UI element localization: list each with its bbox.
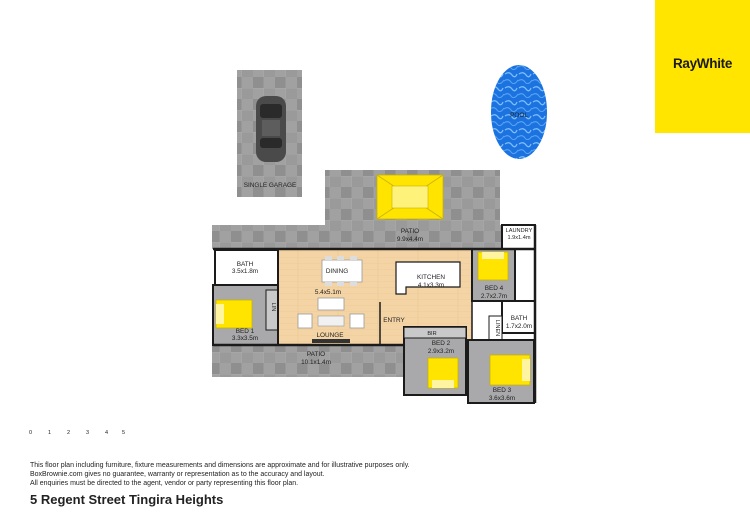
lounge-sofa-icon — [297, 297, 365, 329]
bed4-dims: 2.7x2.7m — [481, 293, 507, 300]
raywhite-logo-text: RayWhite — [672, 56, 733, 71]
bath2-dims: 1.7x2.0m — [506, 323, 532, 330]
garage-label: SINGLE GARAGE — [244, 182, 297, 189]
bed1-dims: 3.3x3.5m — [232, 335, 258, 342]
bath2-label: BATH — [511, 315, 528, 322]
living-dims: 5.4x5.1m — [315, 289, 341, 296]
entry-label: ENTRY — [383, 317, 405, 324]
scale-tick-label: 0 — [29, 430, 33, 436]
patio-bottom-label: PATIO — [307, 351, 325, 358]
bed2-dims: 2.9x3.2m — [428, 348, 454, 355]
patio-bottom-dims: 10.1x1.4m — [301, 359, 331, 366]
scale-tick-label: 5 — [122, 430, 126, 436]
property-address: 5 Regent Street Tingira Heights — [30, 492, 224, 507]
disclaimer-line: BoxBrownie.com gives no guarantee, warra… — [30, 471, 325, 478]
bed1-label: BED 1 — [236, 328, 255, 335]
outdoor-table-icon — [376, 174, 444, 220]
lin-label: LIN — [270, 303, 276, 312]
car-icon — [256, 96, 286, 162]
floor-plan: SINGLE GARAGE POOL PATIO 9.9x4.4m LAUNDR… — [212, 63, 549, 404]
kitchen-counter — [395, 261, 461, 295]
bath1-room — [214, 249, 279, 286]
patio-strip — [212, 225, 535, 249]
patio-top-label: PATIO — [401, 228, 419, 235]
bed4-bed-icon — [477, 251, 509, 281]
bed1-bed-icon — [215, 299, 253, 329]
scale-tick-label: 3 — [86, 430, 90, 436]
bed2-bed-icon — [427, 357, 459, 389]
disclaimer-line: All enquiries must be directed to the ag… — [30, 480, 299, 487]
disclaimer-line: This floor plan including furniture, fix… — [30, 462, 410, 469]
bir-label: BIR — [427, 331, 436, 337]
dining-table-icon — [321, 256, 363, 286]
pool-label: POOL — [510, 112, 528, 119]
bed3-dims: 3.6x3.6m — [489, 395, 515, 402]
patio-bottom-slab — [212, 342, 405, 377]
bed4-label: BED 4 — [485, 285, 504, 292]
scale-tick-label: 4 — [105, 430, 109, 436]
bed3-bed-icon — [489, 354, 531, 386]
patio-top-dims: 9.9x4.4m — [397, 236, 423, 243]
scale-tick-label: 2 — [67, 430, 71, 436]
kitchen-dims: 4.1x3.3m — [418, 282, 444, 289]
linen-label: LINEN — [494, 320, 500, 336]
scale-tick-label: 1 — [48, 430, 52, 436]
laundry-label: LAUNDRY — [506, 228, 533, 234]
dining-label: DINING — [326, 268, 348, 275]
bed2-label: BED 2 — [432, 340, 451, 347]
kitchen-label: KITCHEN — [417, 274, 445, 281]
lounge-label: LOUNGE — [317, 332, 344, 339]
bed3-label: BED 3 — [493, 387, 512, 394]
laundry-dims: 1.9x1.4m — [507, 235, 530, 241]
bath1-dims: 3.5x1.8m — [232, 268, 258, 275]
tv-unit — [312, 339, 350, 343]
raywhite-logo-panel: RayWhite — [655, 0, 750, 133]
bath1-label: BATH — [237, 261, 254, 268]
pool-shape — [489, 63, 549, 161]
